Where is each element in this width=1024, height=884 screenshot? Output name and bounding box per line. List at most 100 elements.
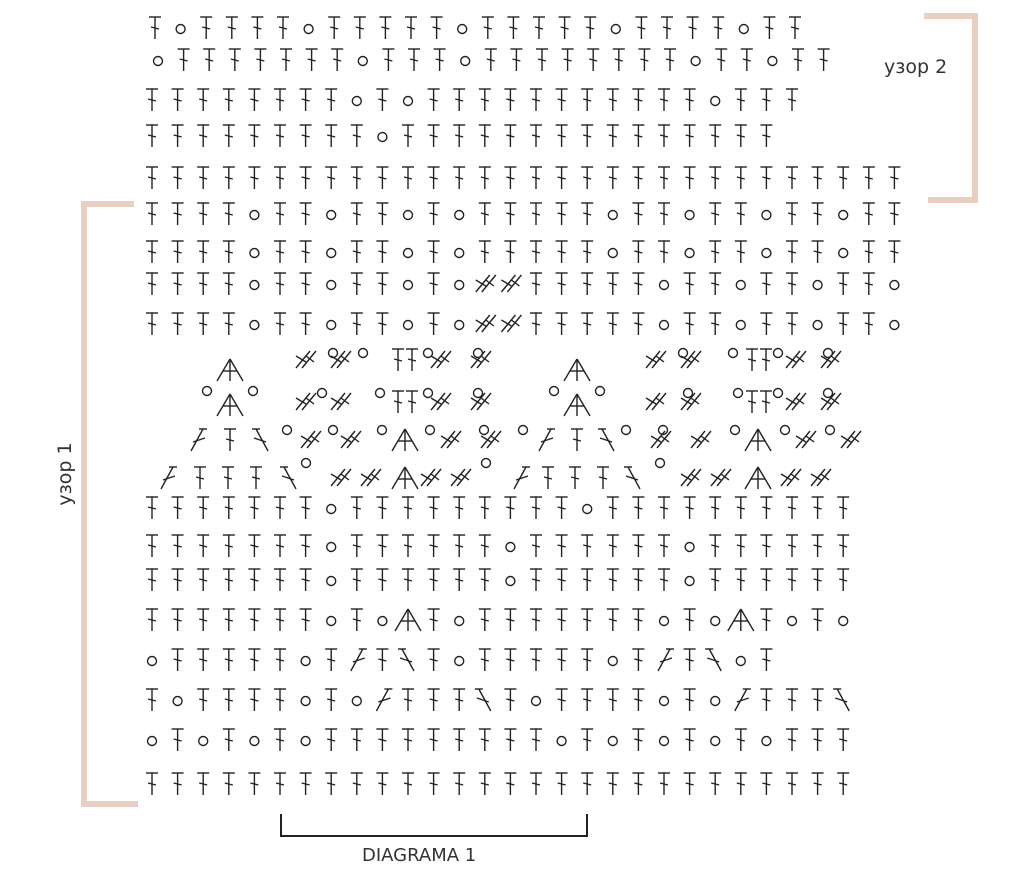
dc-stitch <box>587 48 600 71</box>
dc-stitch <box>325 124 338 147</box>
dc-stitch <box>331 48 344 71</box>
dc-stitch <box>402 166 414 189</box>
dc-stitch <box>862 202 875 225</box>
dc-stitch <box>274 240 286 263</box>
dc-stitch <box>248 568 261 591</box>
dc-stitch <box>606 166 619 189</box>
crossed-stitch <box>785 350 807 369</box>
dc-stitch <box>581 202 594 225</box>
chain-stitch <box>357 55 368 67</box>
leaning-stitch <box>833 688 850 712</box>
dc-stitch <box>171 568 184 591</box>
dc-stitch <box>581 608 594 631</box>
chain-stitch <box>767 55 778 67</box>
leaning-stitch <box>598 428 615 452</box>
chain-stitch <box>658 615 670 627</box>
dc-stitch <box>254 48 267 71</box>
dc-stitch <box>709 124 722 147</box>
chain-stitch <box>684 575 695 587</box>
chain-stitch <box>772 387 784 399</box>
dc-stitch <box>683 88 696 111</box>
dc-stitch <box>530 202 542 225</box>
dc-stitch <box>811 568 824 591</box>
chain-stitch <box>727 347 739 359</box>
chain-stitch <box>249 247 260 259</box>
dc-stitch <box>606 88 619 111</box>
dc-stitch <box>203 48 216 71</box>
dc-stitch <box>274 688 286 711</box>
dc-stitch <box>658 240 670 263</box>
dc-stitch <box>299 202 312 225</box>
dc-stitch <box>427 534 440 557</box>
dc-stitch <box>683 648 696 671</box>
dc-stitch <box>569 466 581 489</box>
dc-stitch <box>376 728 389 751</box>
dc-stitch <box>581 688 594 711</box>
dc-stitch <box>222 534 235 557</box>
dc-stitch <box>837 772 850 795</box>
dc-stitch <box>530 166 542 189</box>
dc-stitch <box>632 568 645 591</box>
dc-stitch <box>274 608 286 631</box>
dc-stitch <box>146 88 158 111</box>
dc-stitch <box>632 272 645 295</box>
dc-stitch <box>632 534 645 557</box>
dc-stitch <box>299 312 312 335</box>
dc-stitch <box>606 772 619 795</box>
dc-stitch <box>612 48 625 71</box>
dc-stitch <box>786 272 798 295</box>
dc-stitch <box>376 272 389 295</box>
dc-stitch <box>248 166 261 189</box>
dc-stitch <box>248 648 261 671</box>
dc-stitch <box>555 240 568 263</box>
dc-stitch <box>453 124 466 147</box>
dc-stitch <box>606 272 619 295</box>
chain-stitch <box>772 347 784 359</box>
dc-stitch <box>811 728 824 751</box>
dc-stitch <box>478 534 491 557</box>
dc-stitch <box>584 16 597 39</box>
dc-stitch <box>478 496 491 519</box>
dc-stitch <box>406 390 418 413</box>
dc-stitch <box>353 16 366 39</box>
dc-stitch <box>760 166 773 189</box>
dc-stitch <box>555 568 568 591</box>
dc-stitch <box>146 166 158 189</box>
chain-stitch <box>729 424 741 436</box>
pattern-1-bracket <box>81 201 138 807</box>
dc-stitch <box>299 240 312 263</box>
dc-stitch <box>507 16 520 39</box>
dc-stitch <box>299 568 312 591</box>
chain-stitch <box>684 247 695 259</box>
chain-stitch <box>812 319 823 331</box>
dc-stitch <box>274 272 286 295</box>
crossed-stitch <box>295 350 317 369</box>
dc-stitch <box>427 166 440 189</box>
dc-stitch <box>299 496 312 519</box>
dc-stitch <box>427 728 440 751</box>
dc-stitch <box>555 688 568 711</box>
dc-stitch <box>406 348 418 371</box>
chain-stitch <box>249 319 260 331</box>
chain-stitch <box>822 387 834 399</box>
cluster-stitch <box>744 466 772 490</box>
dc-stitch <box>478 568 491 591</box>
dc-stitch <box>222 312 235 335</box>
dc-stitch <box>530 124 542 147</box>
dc-stitch <box>683 124 696 147</box>
dc-stitch <box>606 688 619 711</box>
dc-stitch <box>376 534 389 557</box>
dc-stitch <box>530 312 542 335</box>
dc-stitch <box>658 772 670 795</box>
chain-stitch <box>376 424 388 436</box>
dc-stitch <box>250 466 262 489</box>
chain-stitch <box>530 695 542 707</box>
cluster-stitch <box>563 358 591 382</box>
dc-stitch <box>146 240 158 263</box>
dc-stitch <box>581 312 594 335</box>
dc-stitch <box>632 166 645 189</box>
dc-stitch <box>274 568 286 591</box>
dc-stitch <box>222 466 234 489</box>
chain-stitch <box>838 247 849 259</box>
pattern-2-bracket <box>924 13 978 203</box>
